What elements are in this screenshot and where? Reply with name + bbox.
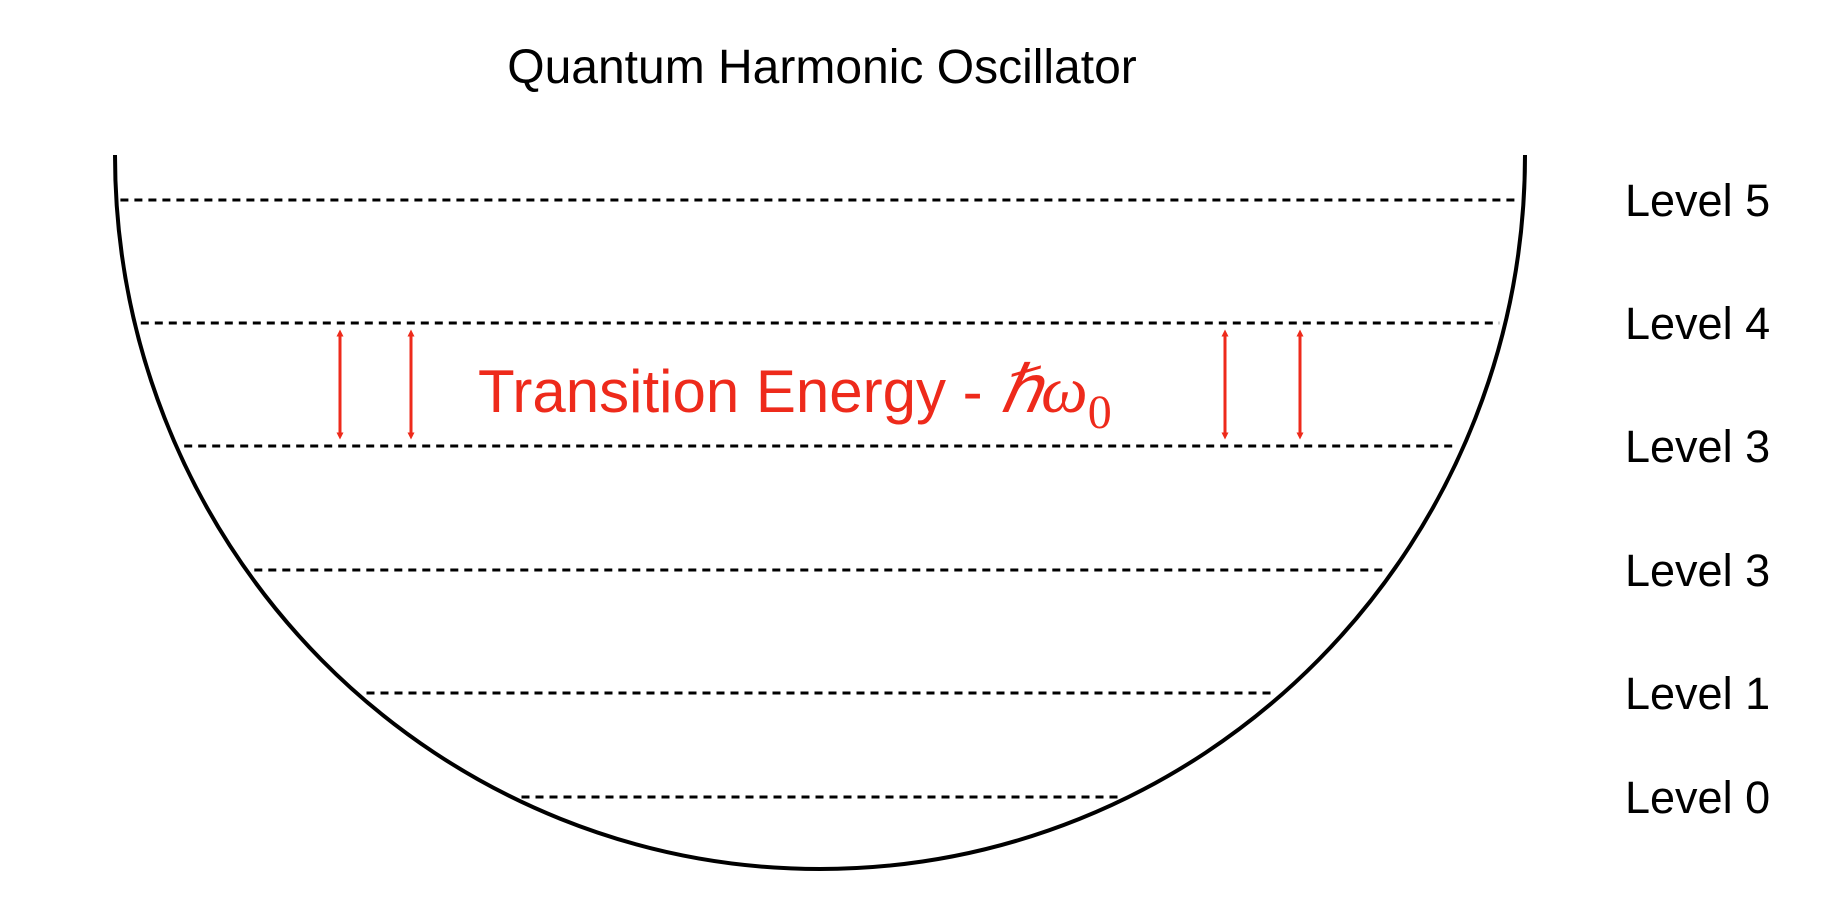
energy-level-label: Level 0: [1625, 772, 1770, 823]
hbar-omega-symbol: ℏω: [999, 354, 1087, 427]
diagram-title: Quantum Harmonic Oscillator: [507, 41, 1137, 94]
energy-level-label: Level 1: [1625, 668, 1770, 719]
energy-level-label: Level 5: [1625, 175, 1770, 226]
omega-subscript: 0: [1088, 386, 1112, 439]
transition-energy-text: Transition Energy -: [478, 358, 999, 425]
potential-well-curve: [113, 154, 1527, 871]
transition-energy-label: Transition Energy - ℏω0: [478, 354, 1112, 439]
energy-level-lines: [120, 198, 1520, 799]
energy-level-label: Level 3: [1625, 421, 1770, 472]
energy-level-labels: Level 5 Level 4 Level 3 Level 3 Level 1 Level…: [1625, 175, 1770, 823]
transition-arrows: [336, 329, 1304, 440]
energy-level-label: Level 3: [1625, 545, 1770, 596]
energy-level-label: Level 4: [1625, 298, 1770, 349]
